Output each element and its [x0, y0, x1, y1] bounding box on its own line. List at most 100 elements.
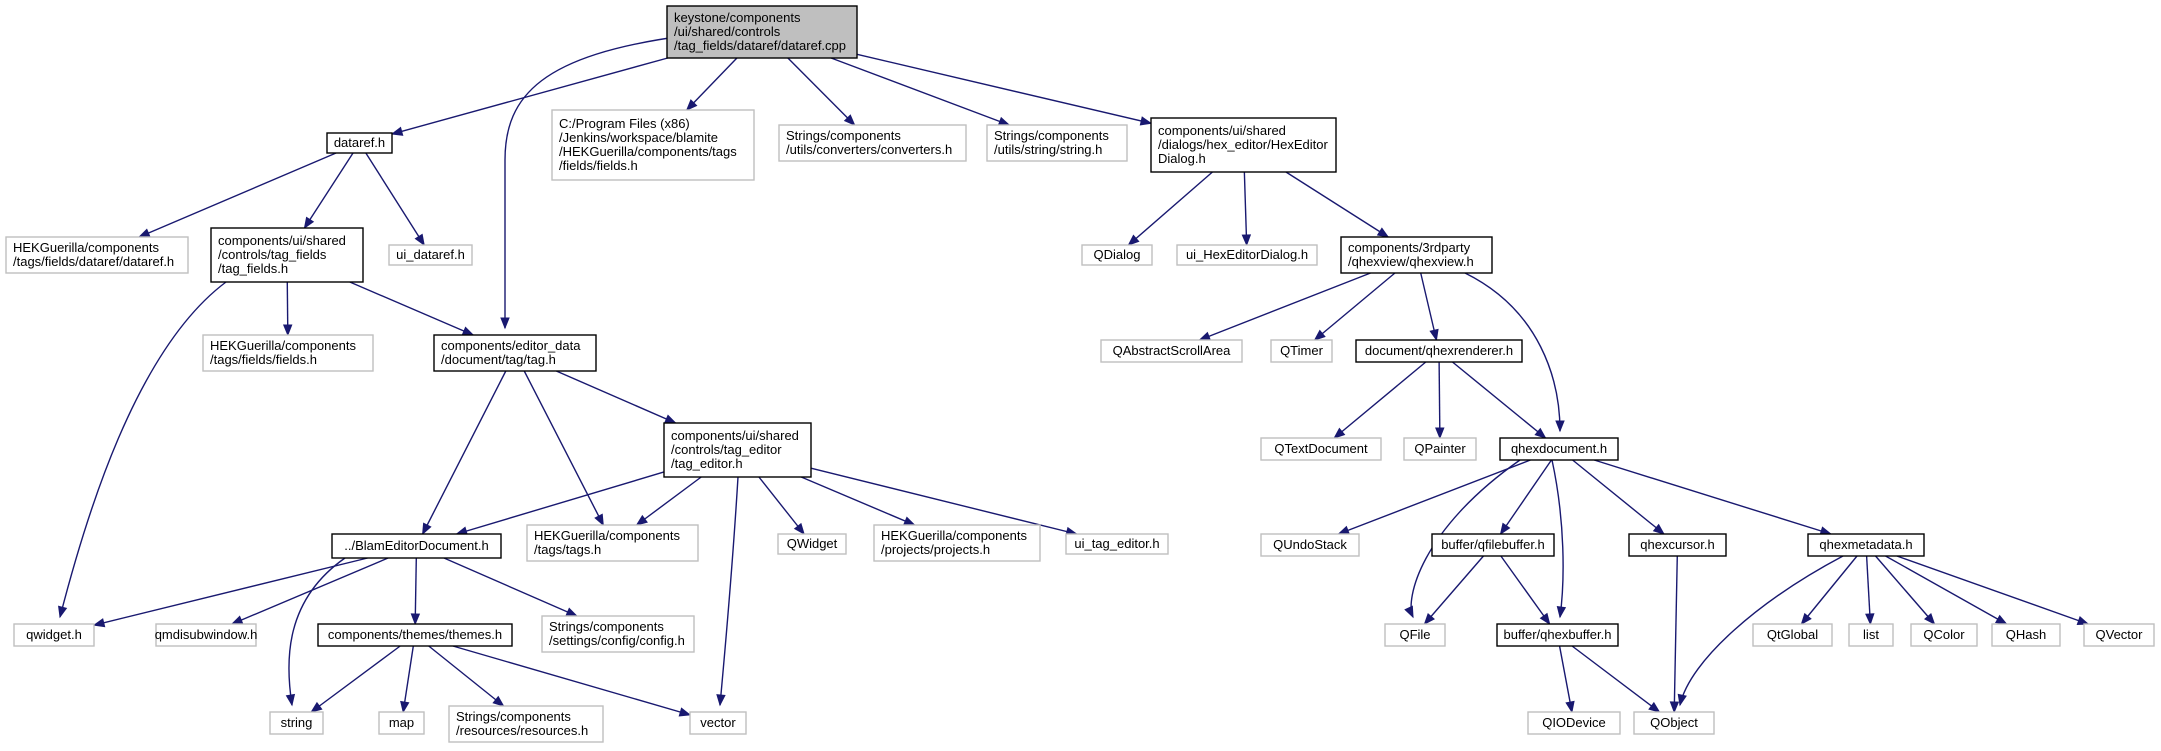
node-tag-editor-h[interactable]: components/ui/shared/controls/tag_editor…	[663, 422, 812, 478]
node-dataref-h[interactable]: dataref.h	[326, 132, 393, 154]
edge-qhexdocument-h-to-qfilebuffer-h	[1499, 459, 1553, 536]
node-tag-h[interactable]: components/editor_data/document/tag/tag.…	[433, 334, 597, 372]
node-qhexbuffer-h[interactable]: buffer/qhexbuffer.h	[1496, 623, 1619, 647]
edge-qhexrenderer-h-to-qtextdocument-line	[1333, 361, 1427, 439]
node-root[interactable]: keystone/components/ui/shared/controls/t…	[666, 5, 858, 59]
edge-qhexdocument-h-to-qfilebuffer-h-arrowhead	[1499, 522, 1511, 536]
node-qhexview-h[interactable]: components/3rdparty/qhexview/qhexview.h	[1340, 236, 1493, 274]
node-tag-editor-h-label: /controls/tag_editor	[671, 442, 782, 457]
edge-tag-h-to-hek-tags-h-line	[523, 370, 604, 526]
edge-dataref-h-to-ui-dataref-h-line	[365, 152, 425, 246]
edge-root-to-hexeditordialog-h-arrowhead	[1139, 116, 1153, 126]
node-themes-h[interactable]: components/themes/themes.h	[317, 623, 513, 647]
node-qcolor-label: QColor	[1923, 627, 1965, 642]
node-qhexcursor-h[interactable]: qhexcursor.h	[1628, 533, 1727, 557]
edge-root-to-string-h-arrowhead	[997, 116, 1011, 126]
edge-tag-editor-h-to-qwidget-cls-arrowhead	[793, 522, 805, 536]
node-hek-fields-h-label: HEKGuerilla/components	[210, 338, 356, 353]
node-fields-h-jenkins-label: /fields/fields.h	[559, 158, 638, 173]
node-qhash: QHash	[1991, 623, 2061, 647]
node-dataref-h-label: dataref.h	[334, 135, 385, 150]
node-tag-h-box	[433, 334, 597, 372]
node-qhexdocument-h-box	[1499, 437, 1619, 461]
node-ui-dataref-h: ui_dataref.h	[388, 244, 473, 266]
node-config-h-label: /settings/config/config.h	[549, 633, 685, 648]
node-string-std-box	[269, 711, 324, 735]
edge-qhexmetadata-h-to-list-std	[1865, 555, 1875, 626]
node-hexeditordialog-h[interactable]: components/ui/shared/dialogs/hex_editor/…	[1150, 117, 1337, 173]
node-hek-fields-h: HEKGuerilla/components/tags/fields/field…	[202, 334, 374, 372]
node-blameditordocument-h-box	[331, 533, 502, 559]
edge-qhexmetadata-h-to-qcolor-arrowhead	[1924, 612, 1936, 626]
node-qhexmetadata-h[interactable]: qhexmetadata.h	[1807, 533, 1925, 557]
node-qdialog: QDialog	[1081, 244, 1153, 266]
node-tag-h-label: /document/tag/tag.h	[441, 352, 556, 367]
node-qfilebuffer-h[interactable]: buffer/qfilebuffer.h	[1431, 533, 1555, 557]
node-tag-fields-h[interactable]: components/ui/shared/controls/tag_fields…	[210, 227, 364, 283]
edge-qhexmetadata-h-to-qtglobal-line	[1800, 555, 1858, 625]
node-qtimer-box	[1270, 339, 1333, 363]
node-ui-dataref-h-label: ui_dataref.h	[396, 247, 465, 262]
edge-tag-h-to-blameditordocument-h-arrowhead	[422, 522, 432, 536]
node-qtextdocument: QTextDocument	[1260, 437, 1382, 461]
edge-root-to-tag-h	[500, 35, 684, 330]
edge-blameditordocument-h-to-string-std	[285, 557, 346, 707]
node-ui-tag-editor-h: ui_tag_editor.h	[1065, 533, 1169, 555]
edge-qhexbuffer-h-to-qobject-arrowhead	[1648, 701, 1661, 713]
edge-qhexrenderer-h-to-qhexdocument-h-line	[1452, 361, 1546, 439]
edge-tag-fields-h-to-tag-h-arrowhead	[461, 326, 475, 336]
edge-hexeditordialog-h-to-qdialog	[1127, 171, 1213, 246]
node-qtextdocument-label: QTextDocument	[1274, 441, 1368, 456]
node-qvector-box	[2083, 623, 2155, 647]
edge-dataref-h-to-tag-fields-h-line	[303, 152, 354, 229]
node-hek-tags-h-label: HEKGuerilla/components	[534, 528, 680, 543]
node-fields-h-jenkins: C:/Program Files (x86)/Jenkins/workspace…	[551, 109, 755, 181]
edge-tag-h-to-tag-editor-h	[556, 370, 677, 424]
node-config-h-box	[541, 615, 695, 653]
node-qhexdocument-h[interactable]: qhexdocument.h	[1499, 437, 1619, 461]
edge-blameditordocument-h-to-themes-h-line	[414, 557, 417, 625]
node-qmdisubwindow-h-box	[155, 623, 257, 647]
edge-root-to-fields-h-jenkins	[685, 57, 738, 111]
edge-tag-editor-h-to-hek-tags-h-line	[636, 476, 702, 526]
node-qmdisubwindow-h-label: qmdisubwindow.h	[155, 627, 258, 642]
edge-qhexmetadata-h-to-qobject	[1677, 555, 1844, 707]
node-root-label: /tag_fields/dataref/dataref.cpp	[674, 38, 846, 53]
edge-qfilebuffer-h-to-qhexbuffer-h	[1500, 555, 1551, 626]
edge-blameditordocument-h-to-themes-h-arrowhead	[410, 613, 421, 626]
edge-qfilebuffer-h-to-qhexbuffer-h-arrowhead	[1539, 612, 1551, 626]
node-tag-editor-h-box	[663, 422, 812, 478]
node-hek-projects-h: HEKGuerilla/components/projects/projects…	[873, 524, 1041, 562]
node-qhexrenderer-h[interactable]: document/qhexrenderer.h	[1355, 339, 1523, 363]
node-blameditordocument-h[interactable]: ../BlamEditorDocument.h	[331, 533, 502, 559]
edge-blameditordocument-h-to-qmdisubwindow-h-arrowhead	[230, 615, 244, 625]
edge-qhexbuffer-h-to-qiodevice-line	[1558, 645, 1573, 713]
node-resources-h-label: Strings/components	[456, 709, 571, 724]
edge-tag-fields-h-to-qwidget-h-arrowhead	[58, 605, 68, 619]
edge-root-to-converters-h-line	[787, 57, 856, 126]
edge-qfilebuffer-h-to-qhexbuffer-h-line	[1500, 555, 1551, 625]
edge-tag-fields-h-to-qwidget-h	[58, 281, 227, 619]
node-qvector: QVector	[2083, 623, 2155, 647]
node-hek-fields-h-box	[202, 334, 374, 372]
node-qhexview-h-label: /qhexview/qhexview.h	[1348, 254, 1474, 269]
edge-root-to-string-h-line	[830, 57, 1010, 126]
node-list-std-box	[1848, 623, 1894, 647]
node-string-std: string	[269, 711, 324, 735]
node-string-h-label: Strings/components	[994, 128, 1109, 143]
node-tag-editor-h-label: components/ui/shared	[671, 428, 799, 443]
node-converters-h-label: /utils/converters/converters.h	[786, 142, 952, 157]
node-ui-tag-editor-h-box	[1065, 533, 1169, 555]
edge-qhexdocument-h-to-qundostack-line	[1338, 459, 1531, 535]
node-root-label: keystone/components	[674, 10, 801, 25]
edge-qhexdocument-h-to-qhexbuffer-h-line	[1551, 459, 1564, 618]
node-tag-fields-h-label: /controls/tag_fields	[218, 247, 327, 262]
node-fields-h-jenkins-label: C:/Program Files (x86)	[559, 116, 690, 131]
edge-themes-h-to-map-std-line	[402, 645, 415, 713]
node-hek-projects-h-label: HEKGuerilla/components	[881, 528, 1027, 543]
edge-hexeditordialog-h-to-ui-hexeditordialog-h-arrowhead	[1241, 234, 1252, 247]
edge-qhexdocument-h-to-qhexcursor-h	[1572, 459, 1665, 535]
edge-hexeditordialog-h-to-qdialog-line	[1128, 171, 1213, 246]
edge-qhexview-h-to-qtimer-arrowhead	[1313, 329, 1326, 341]
node-hexeditordialog-h-box	[1150, 117, 1337, 173]
